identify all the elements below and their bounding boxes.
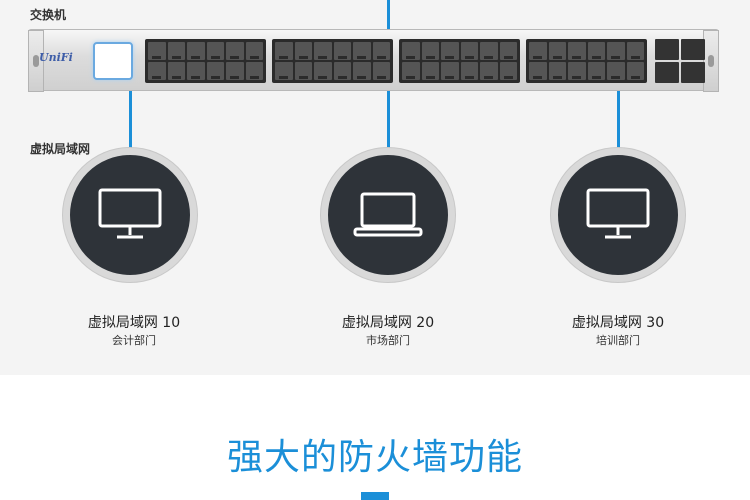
ethernet-port: [148, 42, 166, 60]
ethernet-port: [353, 42, 371, 60]
ethernet-port: [626, 42, 644, 60]
ethernet-port: [421, 62, 439, 80]
port-group: [272, 39, 393, 83]
device-circle-vlan30: [551, 148, 685, 282]
device-subtitle-vlan30: 培训部门: [596, 334, 640, 347]
ethernet-port: [372, 42, 390, 60]
device-title-vlan10: 虚拟局域网 10: [87, 315, 181, 331]
ethernet-port: [294, 42, 312, 60]
ethernet-port: [499, 62, 517, 80]
ethernet-port: [460, 62, 478, 80]
ethernet-port-area: [145, 39, 647, 83]
switch-led-button: [93, 42, 133, 80]
ethernet-port: [167, 42, 185, 60]
desktop-monitor-icon: [586, 188, 650, 239]
ethernet-port: [568, 42, 586, 60]
link-line-vlan30: [617, 91, 620, 173]
ethernet-port: [245, 62, 263, 80]
ethernet-port: [529, 62, 547, 80]
device-subtitle-vlan10: 会计部门: [112, 334, 156, 347]
ethernet-port: [226, 62, 244, 80]
sfp-port: [655, 39, 679, 60]
ethernet-port: [314, 62, 332, 80]
ethernet-port: [275, 62, 293, 80]
ethernet-port: [402, 62, 420, 80]
sfp-port: [681, 39, 705, 60]
desktop-monitor-icon: [98, 188, 162, 239]
ethernet-port: [402, 42, 420, 60]
switch-label: 交换机: [30, 8, 67, 22]
sfp-port-area: [655, 39, 705, 83]
ethernet-port: [568, 62, 586, 80]
ethernet-port: [372, 62, 390, 80]
laptop-icon: [353, 192, 423, 237]
ethernet-port: [206, 42, 224, 60]
ethernet-port: [587, 62, 605, 80]
device-title-vlan20: 虚拟局域网 20: [341, 315, 435, 331]
ethernet-port: [421, 42, 439, 60]
headline-accent-bar: [361, 492, 389, 500]
ethernet-port: [607, 42, 625, 60]
rack-ear-right: [703, 30, 719, 92]
ethernet-port: [294, 62, 312, 80]
network-switch: UniFi: [28, 29, 719, 92]
ethernet-port: [460, 42, 478, 60]
link-line-vlan10: [129, 91, 132, 173]
ethernet-port: [226, 42, 244, 60]
rack-ear-left: [28, 30, 44, 92]
ethernet-port: [314, 42, 332, 60]
unifi-logo: UniFi: [39, 51, 73, 64]
ethernet-port: [499, 42, 517, 60]
device-title-vlan30: 虚拟局域网 30: [571, 315, 665, 331]
ethernet-port: [167, 62, 185, 80]
ethernet-port: [353, 62, 371, 80]
device-subtitle-vlan20: 市场部门: [366, 334, 410, 347]
ethernet-port: [333, 42, 351, 60]
ethernet-port: [548, 62, 566, 80]
ethernet-port: [245, 42, 263, 60]
ethernet-port: [187, 62, 205, 80]
ethernet-port: [529, 42, 547, 60]
sfp-port: [655, 62, 679, 83]
ethernet-port: [206, 62, 224, 80]
sfp-port: [681, 62, 705, 83]
ethernet-port: [187, 42, 205, 60]
ethernet-port: [587, 42, 605, 60]
ethernet-port: [480, 42, 498, 60]
device-circle-vlan10: [63, 148, 197, 282]
ethernet-port: [626, 62, 644, 80]
uplink-line: [387, 0, 390, 30]
section-headline: 强大的防火墙功能: [226, 437, 523, 478]
ethernet-port: [480, 62, 498, 80]
ethernet-port: [607, 62, 625, 80]
port-group: [526, 39, 647, 83]
vlan-label: 虚拟局域网: [30, 142, 91, 156]
link-line-vlan20: [387, 91, 390, 173]
ethernet-port: [548, 42, 566, 60]
device-circle-vlan20: [321, 148, 455, 282]
ethernet-port: [148, 62, 166, 80]
port-group: [145, 39, 266, 83]
ethernet-port: [441, 62, 459, 80]
ethernet-port: [333, 62, 351, 80]
ethernet-port: [275, 42, 293, 60]
ethernet-port: [441, 42, 459, 60]
port-group: [399, 39, 520, 83]
